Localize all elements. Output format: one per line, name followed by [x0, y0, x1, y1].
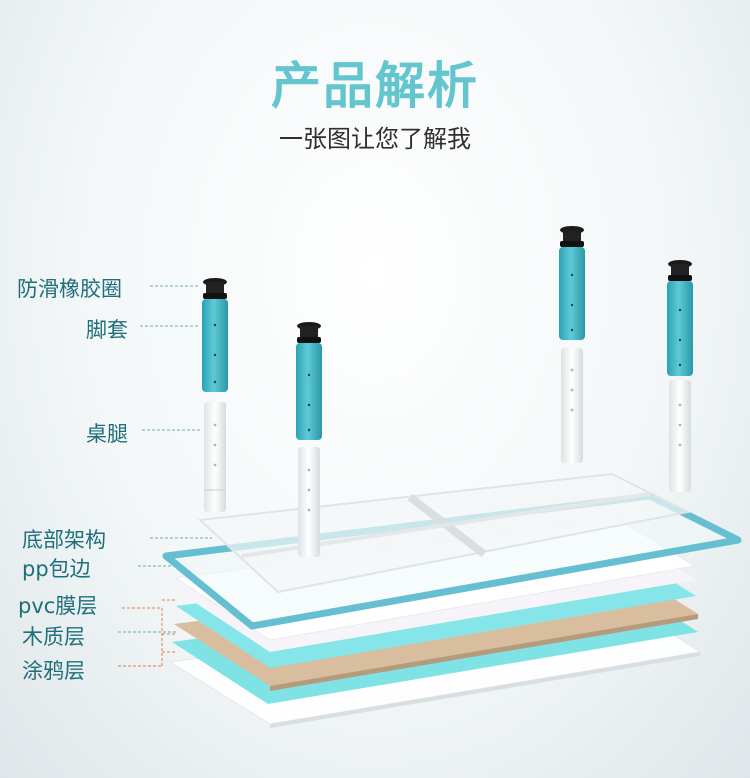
base-frame	[197, 472, 692, 594]
label-foot-cover: 脚套	[86, 318, 128, 342]
label-base-frame: 底部架构	[22, 528, 106, 552]
label-pp-edge: pp包边	[22, 557, 91, 581]
leg-3	[559, 226, 585, 463]
page-title: 产品解析	[271, 57, 479, 115]
page-subtitle: 一张图让您了解我	[279, 125, 471, 153]
wood-layer-edge	[270, 614, 698, 691]
graffiti-layer-edge	[270, 652, 700, 728]
leg-4	[667, 260, 693, 492]
leg-2	[296, 322, 322, 557]
leg-1	[202, 278, 228, 512]
label-wood-layer: 木质层	[22, 625, 85, 649]
label-graffiti-layer: 涂鸦层	[22, 659, 85, 683]
label-table-leg: 桌腿	[86, 422, 128, 446]
label-pvc-film: pvc膜层	[18, 594, 98, 618]
label-anti-slip-ring: 防滑橡胶圈	[17, 277, 122, 301]
